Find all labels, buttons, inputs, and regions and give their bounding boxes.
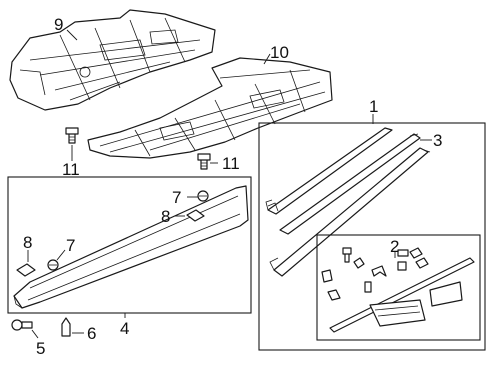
clip-part-7-upper (197, 190, 209, 202)
callout-6: 6 (87, 324, 96, 343)
callout-8-upper: 8 (161, 207, 170, 226)
side-sill-panel-box (7, 176, 252, 314)
seal-part-8-lower (16, 263, 36, 277)
callout-5: 5 (36, 339, 45, 358)
bolt-part-11-right (197, 153, 211, 170)
callout-11-left: 11 (62, 160, 80, 179)
bolt-part-11-left (65, 127, 79, 144)
callout-7-upper: 7 (172, 188, 181, 207)
side-sill-panel-part-4 (13, 185, 249, 309)
callout-4: 4 (120, 319, 129, 338)
callout-1: 1 (369, 97, 378, 116)
side-sill-garnish-part-1-strips (265, 127, 431, 277)
rear-under-cover-part-10 (87, 57, 333, 159)
clip-kit-part-2-contents (321, 247, 475, 333)
callout-2: 2 (390, 237, 399, 256)
leader-lines (27, 29, 432, 339)
front-under-cover-part-9 (9, 9, 216, 111)
callout-3: 3 (433, 131, 442, 150)
seal-part-8-upper (186, 209, 205, 222)
screw-part-5 (11, 319, 33, 331)
clip-kit-box (316, 234, 481, 341)
clip-part-6 (61, 317, 71, 337)
callout-10: 10 (270, 43, 289, 62)
callout-8-lower: 8 (23, 233, 32, 252)
side-sill-assembly-box (258, 122, 486, 351)
callout-11-right: 11 (222, 154, 240, 173)
callout-9: 9 (54, 15, 63, 34)
callout-7-lower: 7 (66, 236, 75, 255)
clip-part-7-lower (47, 259, 59, 271)
